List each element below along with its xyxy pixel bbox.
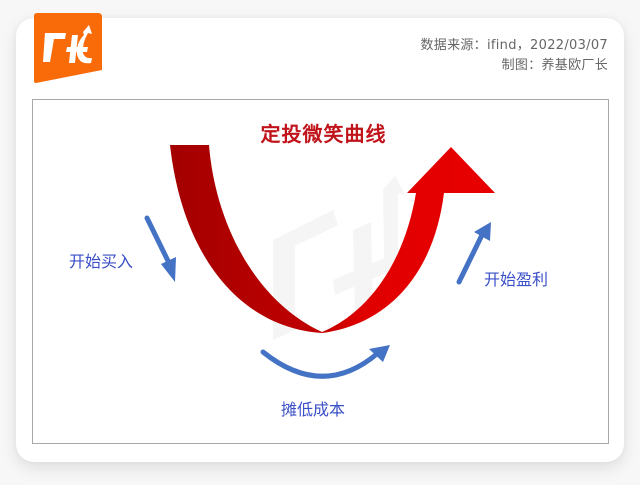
data-source-text: 数据来源：ifind，2022/03/07 — [420, 38, 608, 53]
watermark-icon — [273, 175, 405, 340]
curved-arrow-icon — [260, 345, 390, 379]
source-caption: 数据来源：ifind，2022/03/07 制图：养基欧厂长 — [420, 36, 608, 76]
smile-curve-diagram: 定投微笑曲线 开始买入 摊低成本 开始盈利 — [32, 99, 609, 444]
label-start-buy: 开始买入 — [69, 252, 134, 271]
down-arrow-icon — [144, 215, 176, 282]
diagram-title: 定投微笑曲线 — [260, 122, 387, 146]
author-text: 制图：养基欧厂长 — [501, 58, 608, 73]
up-arrow-icon — [456, 222, 491, 285]
label-start-profit: 开始盈利 — [484, 270, 549, 289]
smile-curve-ribbon — [170, 145, 495, 333]
label-lower-cost: 摊低成本 — [281, 400, 346, 419]
brand-logo — [32, 13, 102, 83]
